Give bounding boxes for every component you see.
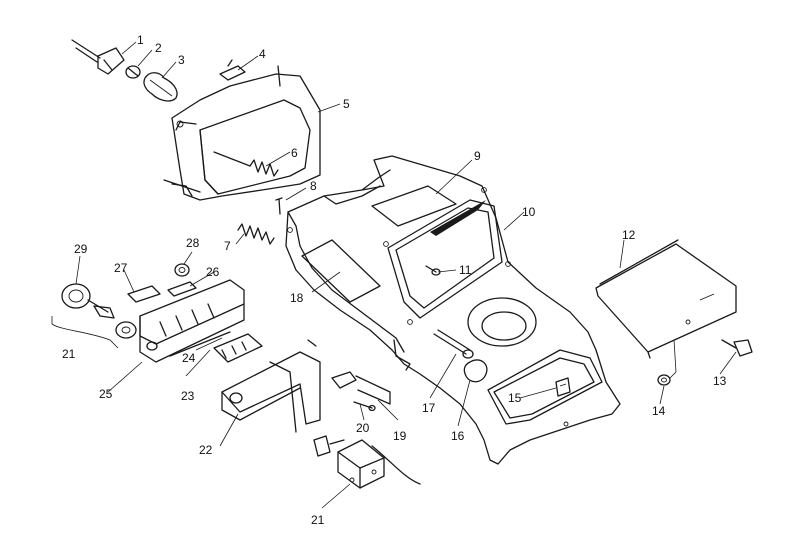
strip-26 bbox=[167, 281, 197, 297]
switch-block-23 bbox=[169, 331, 231, 357]
callout-21-left: 21 bbox=[62, 347, 76, 361]
callout-14: 14 bbox=[652, 404, 666, 418]
clip-15 bbox=[555, 377, 571, 397]
adjuster-spring-6 bbox=[213, 151, 279, 177]
callout-7: 7 bbox=[224, 239, 231, 253]
callout-21-bottom: 21 bbox=[311, 513, 325, 527]
screw-20 bbox=[353, 401, 376, 412]
callout-8: 8 bbox=[310, 179, 317, 193]
grommet-28 bbox=[174, 263, 190, 277]
callout-5: 5 bbox=[343, 97, 350, 111]
leader-lines bbox=[75, 41, 737, 509]
headlight-bulb bbox=[143, 72, 178, 102]
callout-18: 18 bbox=[290, 291, 304, 305]
callout-20: 20 bbox=[356, 421, 370, 435]
callout-labels: 1 2 3 4 5 6 7 8 9 10 11 12 13 14 15 16 1… bbox=[62, 33, 727, 527]
connector-21 bbox=[313, 435, 421, 489]
callout-6: 6 bbox=[291, 146, 298, 160]
callout-17: 17 bbox=[422, 401, 436, 415]
console-body bbox=[285, 155, 621, 465]
callout-2: 2 bbox=[155, 41, 162, 55]
callout-23: 23 bbox=[181, 389, 195, 403]
callout-1: 1 bbox=[137, 33, 144, 47]
headlight-clip bbox=[219, 59, 246, 81]
bulb-socket bbox=[125, 65, 141, 79]
callout-16: 16 bbox=[451, 429, 465, 443]
knob-screw-13 bbox=[721, 339, 753, 357]
callout-25: 25 bbox=[99, 387, 113, 401]
screw-11 bbox=[425, 265, 441, 276]
cover-plate bbox=[595, 239, 737, 359]
callout-13: 13 bbox=[713, 374, 727, 388]
switch-block-24 bbox=[213, 333, 263, 363]
callout-24: 24 bbox=[182, 351, 196, 365]
adjuster-spring-7 bbox=[237, 223, 275, 245]
callout-15: 15 bbox=[508, 391, 522, 405]
bolt-17 bbox=[433, 329, 474, 359]
callout-27: 27 bbox=[114, 261, 128, 275]
callout-22: 22 bbox=[199, 443, 213, 457]
callout-28: 28 bbox=[186, 236, 200, 250]
callout-29: 29 bbox=[74, 242, 88, 256]
callout-4: 4 bbox=[259, 47, 266, 61]
callout-9: 9 bbox=[474, 149, 481, 163]
mounting-bracket-22 bbox=[221, 339, 321, 433]
callout-12: 12 bbox=[622, 228, 636, 242]
washer-14 bbox=[657, 339, 677, 386]
headlight-housing bbox=[163, 65, 321, 201]
key-switch-29 bbox=[61, 283, 137, 339]
screw-8 bbox=[275, 197, 283, 215]
toggle-switch-19 bbox=[331, 371, 391, 405]
bracket-21-left bbox=[51, 316, 119, 349]
callout-26: 26 bbox=[206, 265, 220, 279]
decal-27 bbox=[127, 285, 161, 303]
callout-10: 10 bbox=[522, 205, 536, 219]
headlight-wire-connector bbox=[71, 39, 125, 75]
grommet-16 bbox=[463, 359, 488, 383]
callout-19: 19 bbox=[393, 429, 407, 443]
callout-3: 3 bbox=[178, 53, 185, 67]
switch-panel-25 bbox=[139, 279, 245, 363]
callout-11: 11 bbox=[459, 263, 472, 277]
